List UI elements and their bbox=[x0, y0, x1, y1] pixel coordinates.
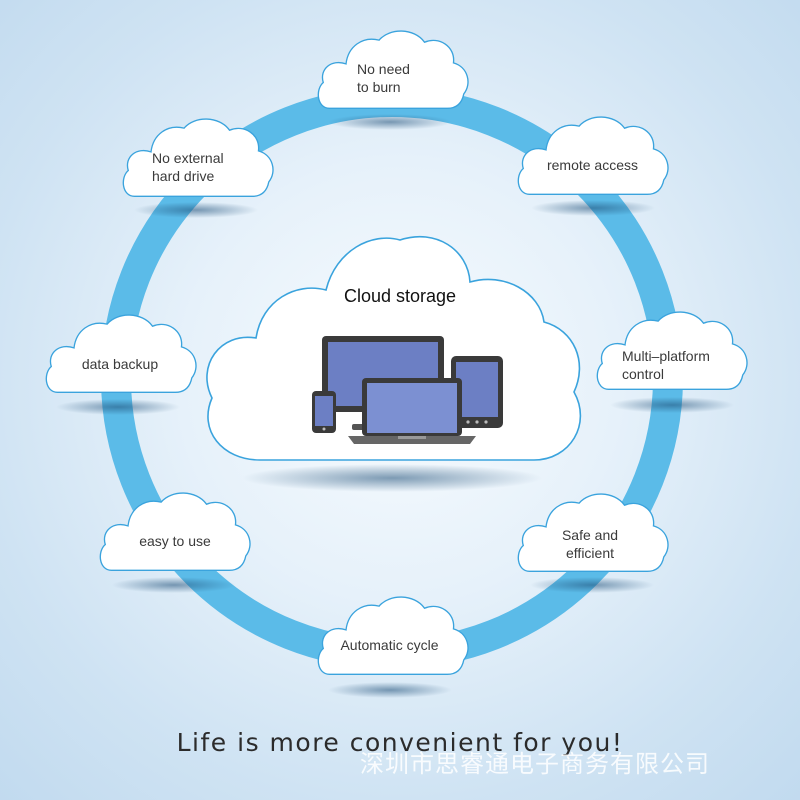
devices-illustration bbox=[312, 336, 503, 444]
center-title: Cloud storage bbox=[343, 286, 457, 306]
laptop-icon bbox=[348, 378, 476, 444]
tablet-icon bbox=[451, 356, 503, 428]
label-multi-platform-control: Multi–platform control bbox=[622, 348, 710, 382]
label-remote-access: remote access bbox=[546, 157, 639, 173]
tagline: Life is more convenient for you! bbox=[176, 728, 624, 757]
watermark-text: 深圳市思睿通电子商务有限公司 bbox=[360, 750, 710, 778]
label-data-backup: data backup bbox=[81, 356, 159, 372]
label-automatic-cycle: Automatic cycle bbox=[340, 637, 439, 653]
cloud-shadows bbox=[56, 114, 734, 698]
phone-icon bbox=[312, 391, 336, 433]
label-no-external-hard-drive: No external hard drive bbox=[152, 150, 224, 184]
label-easy-to-use: easy to use bbox=[139, 533, 211, 549]
label-safe-and-efficient: Safe and efficient bbox=[561, 527, 619, 561]
label-no-need-to-burn: No need to burn bbox=[357, 61, 410, 95]
